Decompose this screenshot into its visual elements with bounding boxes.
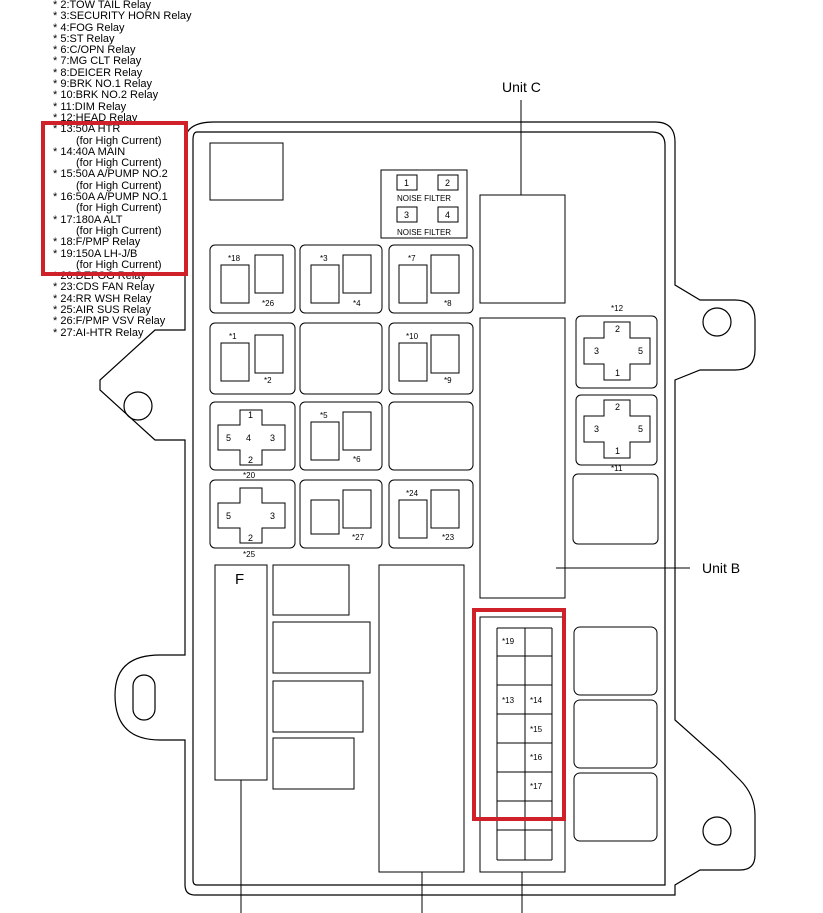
- fuse-19: *19: [502, 637, 515, 646]
- legend-line: * 5:ST Relay: [53, 32, 115, 45]
- noise-filter-label-top: NOISE FILTER: [397, 194, 451, 203]
- tag-1: *1: [229, 332, 237, 341]
- pin-20-2: 2: [248, 455, 253, 465]
- legend-line: * 9:BRK NO.1 Relay: [53, 78, 153, 91]
- legend-line: * 11:DIM Relay: [53, 100, 127, 113]
- tag-20: *20: [243, 471, 256, 480]
- pin-25-3: 3: [270, 511, 275, 521]
- tag-8: *8: [444, 299, 452, 308]
- fuse-16: *16: [530, 753, 543, 762]
- tag-3: *3: [320, 254, 328, 263]
- legend-line: * 6:C/OPN Relay: [53, 44, 136, 57]
- legend-line: * 17:180A ALT: [53, 213, 123, 226]
- relay-connectors: [217, 254, 651, 544]
- tag-6: *6: [353, 455, 361, 464]
- legend-line: * 12:HEAD Relay: [53, 111, 138, 124]
- legend-line: (for High Current): [76, 202, 162, 215]
- fuse-15: *15: [530, 725, 543, 734]
- legend-highlight: [41, 121, 188, 276]
- fuse-14: *14: [530, 696, 543, 705]
- legend-line: * 18:F/PMP Relay: [53, 236, 141, 249]
- legend-line: * 20:DEFOG Relay: [53, 270, 146, 283]
- legend-line: * 26:F/PMP VSV Relay: [53, 315, 166, 328]
- tag-4: *4: [353, 299, 361, 308]
- noise-terminal-4: 4: [445, 210, 450, 220]
- pin-20-4: 4: [246, 433, 251, 443]
- tag-5: *5: [320, 411, 328, 420]
- fuse-17: *17: [530, 782, 543, 791]
- legend-line: * 10:BRK NO.2 Relay: [53, 89, 159, 102]
- tag-27: *27: [352, 533, 365, 542]
- legend-line: * 7:MG CLT Relay: [53, 55, 142, 68]
- fuse-13: *13: [502, 696, 515, 705]
- pin-12-1: 1: [615, 368, 620, 378]
- pin-12-5: 5: [638, 346, 643, 356]
- legend-line: (for High Current): [76, 224, 162, 237]
- tag-25: *25: [243, 550, 256, 559]
- legend-line: * 8:DEICER Relay: [53, 66, 143, 79]
- tag-10: *10: [406, 332, 419, 341]
- tag-24: *24: [406, 489, 419, 498]
- legend-line: * 15:50A A/PUMP NO.2: [53, 168, 168, 181]
- fuse-tags: *19 *13 *14 *15 *16 *17: [502, 637, 543, 791]
- legend-line: (for High Current): [76, 134, 162, 147]
- legend-line: * 19:150A LH-J/B: [53, 247, 138, 260]
- pin-12-2: 2: [615, 324, 620, 334]
- pin-11-5: 5: [638, 424, 643, 434]
- tag-2: *2: [264, 376, 272, 385]
- pin-20-3: 3: [270, 433, 275, 443]
- legend-line: (for High Current): [76, 157, 162, 170]
- legend-line: * 23:CDS FAN Relay: [53, 281, 155, 294]
- legend-line: * 2:TOW TAIL Relay: [53, 0, 152, 11]
- legend-line: (for High Current): [76, 258, 162, 271]
- legend-line: (for High Current): [76, 179, 162, 192]
- legend-line: * 16:50A A/PUMP NO.1: [53, 191, 168, 204]
- unit-c-label: Unit C: [502, 79, 541, 95]
- tag-11: *11: [611, 464, 623, 473]
- fuse-highlight: [472, 608, 566, 821]
- legend-line: * 13:50A HTR: [53, 123, 121, 136]
- tag-9: *9: [444, 376, 452, 385]
- pin-11-2: 2: [615, 402, 620, 412]
- tag-18: *18: [228, 254, 241, 263]
- noise-terminal-2: 2: [445, 178, 450, 188]
- tag-7: *7: [408, 254, 416, 263]
- noise-terminal-3: 3: [404, 210, 409, 220]
- relay-tags: *18 *26 *3 *4 *7 *8 *1 *2 *10 *9 *5 *6 *…: [228, 254, 624, 559]
- pin-11-1: 1: [615, 446, 620, 456]
- leader-lines: [240, 100, 690, 913]
- legend-line: * 27:AI-HTR Relay: [53, 326, 144, 339]
- pin-11-3: 3: [594, 424, 599, 434]
- legend-line: * 3:SECURITY HORN Relay: [53, 10, 192, 23]
- tag-23: *23: [442, 533, 455, 542]
- block-f-label: F: [235, 571, 244, 588]
- pin-25-2: 2: [248, 533, 253, 543]
- legend-line: * 24:RR WSH Relay: [53, 292, 152, 305]
- pin-20-1: 1: [248, 410, 253, 420]
- housing-outline: [99, 121, 756, 896]
- pin-25-5: 5: [226, 511, 231, 521]
- pin-12-3: 3: [594, 346, 599, 356]
- noise-filter-label-bottom: NOISE FILTER: [397, 228, 451, 237]
- noise-filter: [380, 169, 468, 239]
- relay-legend: * 2:TOW TAIL Relay* 3:SECURITY HORN Rela…: [53, 0, 192, 339]
- tag-12: *12: [611, 304, 624, 313]
- pin-20-5: 5: [226, 433, 231, 443]
- legend-line: * 4:FOG Relay: [53, 21, 125, 34]
- pin-numbers: 1 5 4 3 2 5 3 2 2 3 5 1 2 3 5 1: [226, 324, 643, 543]
- tag-26: *26: [262, 299, 275, 308]
- unit-b-label: Unit B: [702, 560, 740, 576]
- legend-line: * 25:AIR SUS Relay: [53, 304, 151, 317]
- legend-line: * 14:40A MAIN: [53, 145, 126, 158]
- noise-terminal-1: 1: [404, 178, 409, 188]
